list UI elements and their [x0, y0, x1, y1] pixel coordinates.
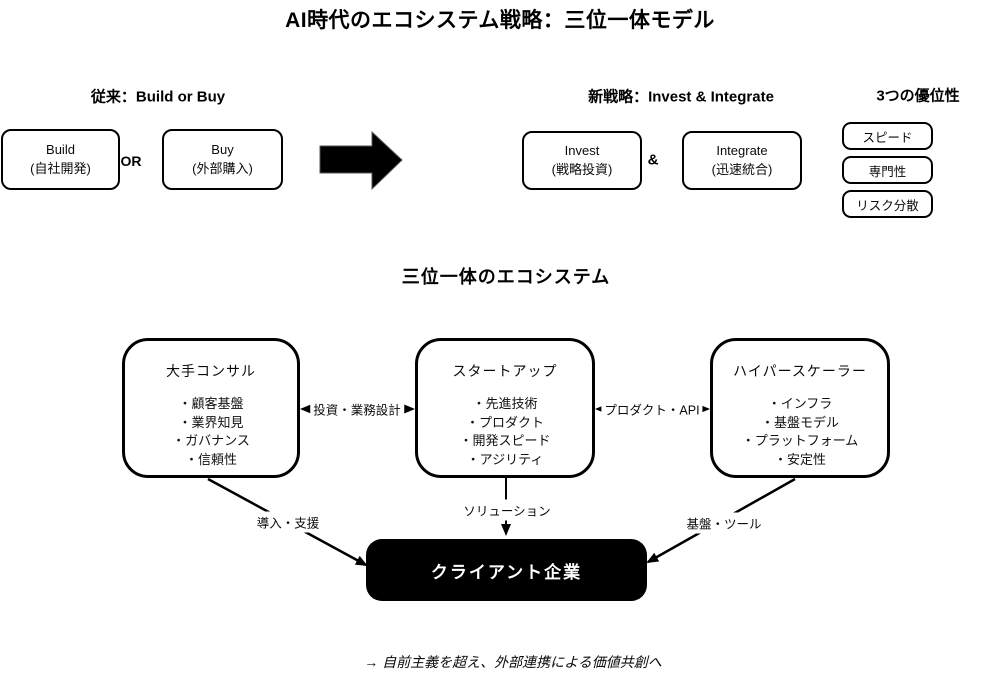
advantage-expertise: 専門性: [842, 156, 933, 184]
link-label-platform-tools: 基盤・ツール: [683, 512, 765, 534]
transition-arrow-icon: [319, 130, 403, 191]
invest-node-name: Invest: [564, 142, 600, 158]
startup-node-bullets: ・先進技術 ・プロダクト ・開発スピード ・アジリティ: [418, 395, 592, 469]
bullet-item: ・開発スピード: [459, 433, 551, 448]
footer-note: → 自前主義を超え、外部連携による価値共創へ: [364, 654, 662, 670]
consultant-node: 大手コンサル ・顧客基盤 ・業界知見 ・ガバナンス ・信頼性: [122, 338, 300, 478]
link-label-solution: ソリューション: [460, 499, 554, 521]
bullet-item: ・ガバナンス: [172, 433, 250, 448]
bullet-item: ・先進技術: [472, 396, 538, 411]
build-node-sub: (自社開発): [30, 160, 91, 176]
page-title: AI時代のエコシステム戦略：三位一体モデル: [285, 9, 715, 32]
buy-node-sub: (外部購入): [192, 160, 253, 176]
client-node-label: クライアント企業: [430, 562, 583, 582]
bullet-item: ・基盤モデル: [760, 414, 839, 430]
hyperscaler-node-title: ハイパースケーラー: [733, 363, 867, 379]
client-node: クライアント企業: [366, 539, 647, 601]
hyperscaler-node-bullets: ・インフラ ・基盤モデル ・プラットフォーム ・安定性: [713, 395, 887, 469]
hyperscaler-node: ハイパースケーラー ・インフラ ・基盤モデル ・プラットフォーム ・安定性: [710, 338, 890, 478]
startup-node-title: スタートアップ: [452, 363, 558, 379]
bullet-item: ・顧客基盤: [178, 396, 244, 411]
legacy-heading: 従来：Build or Buy: [90, 88, 226, 106]
bullet-item: ・信頼性: [184, 451, 237, 467]
advantages-heading: 3つの優位性: [876, 87, 960, 105]
integrate-node: Integrate (迅速統合): [682, 131, 802, 190]
consultant-node-bullets: ・顧客基盤 ・業界知見 ・ガバナンス ・信頼性: [125, 395, 297, 469]
buy-node: Buy (外部購入): [162, 129, 283, 190]
integrate-node-name: Integrate: [716, 142, 768, 158]
bullet-item: ・安定性: [773, 451, 826, 467]
bullet-item: ・プラットフォーム: [741, 433, 859, 448]
advantage-risk: リスク分散: [842, 190, 933, 218]
integrate-node-sub: (迅速統合): [711, 161, 773, 177]
link-label-deploy-support: 導入・支援: [253, 511, 323, 533]
build-node: Build (自社開発): [1, 129, 120, 190]
ecosystem-heading: 三位一体のエコシステム: [401, 267, 611, 287]
bullet-item: ・インフラ: [767, 396, 833, 411]
bullet-item: ・業界知見: [178, 414, 244, 430]
consultant-node-title: 大手コンサル: [166, 363, 256, 379]
link-label-invest-design: 投資・業務設計: [310, 398, 404, 420]
invest-node-sub: (戦略投資): [551, 161, 613, 177]
advantage-speed: スピード: [842, 122, 933, 150]
bullet-item: ・プロダクト: [465, 414, 544, 430]
startup-node: スタートアップ ・先進技術 ・プロダクト ・開発スピード ・アジリティ: [415, 338, 595, 478]
bullet-item: ・アジリティ: [466, 451, 544, 467]
build-node-name: Build: [46, 141, 75, 157]
ampersand-label: &: [647, 151, 659, 169]
strategy-heading: 新戦略：Invest & Integrate: [588, 88, 774, 106]
buy-node-name: Buy: [211, 141, 234, 157]
link-label-product-api: プロダクト・API: [601, 398, 703, 420]
invest-node: Invest (戦略投資): [522, 131, 642, 190]
or-label: OR: [120, 153, 142, 169]
